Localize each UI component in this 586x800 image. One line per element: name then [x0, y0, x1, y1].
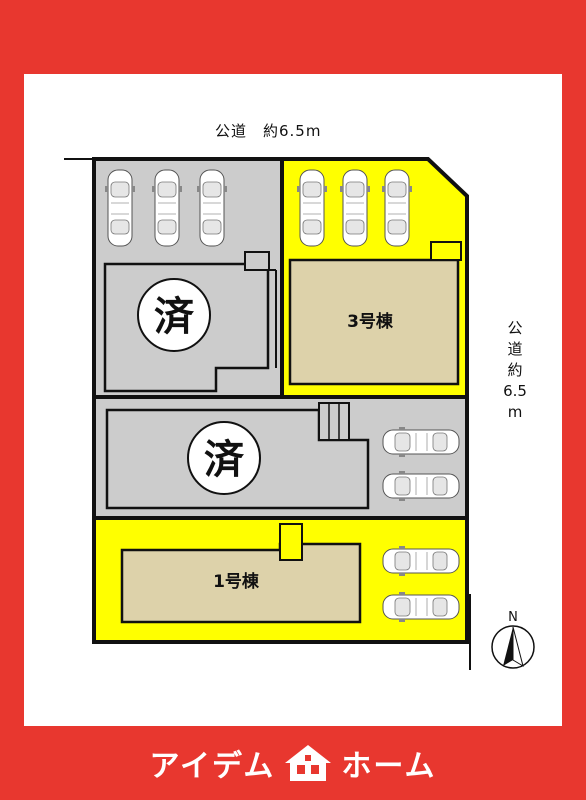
parking-car — [382, 470, 460, 502]
road-right-char: 道 — [507, 340, 523, 358]
parking-car — [382, 545, 460, 577]
road-right-char: m — [507, 403, 523, 421]
sold-stamp-middle: 済 — [187, 421, 261, 495]
brand-name-left: アイデム — [149, 749, 276, 784]
north-arrow-icon: N — [491, 610, 535, 669]
sold-stamp-text: 済 — [204, 437, 245, 483]
compass-label: N — [508, 610, 518, 625]
parking-car — [104, 169, 136, 247]
lot-1-label: 1号棟 — [213, 571, 260, 592]
porch-sold-middle — [318, 402, 350, 441]
sold-stamp-text: 済 — [154, 294, 195, 340]
building-3 — [288, 258, 460, 386]
parking-car — [151, 169, 183, 247]
brand-footer: アイデム ホーム — [0, 726, 586, 800]
brand-name-right: ホーム — [341, 749, 437, 784]
parking-car — [382, 591, 460, 623]
site-plan-frame: 済 済 3号棟 1号棟 N — [24, 74, 562, 726]
house-logo-icon — [285, 745, 332, 781]
road-right-char: 約 — [507, 361, 523, 379]
site-plan: 済 済 3号棟 1号棟 N — [64, 157, 535, 670]
porch-sold-upper — [244, 251, 270, 271]
parking-car — [381, 169, 413, 247]
porch-3 — [430, 241, 462, 261]
parking-car — [382, 426, 460, 458]
porch-1 — [279, 523, 303, 561]
sold-stamp-upper: 済 — [137, 278, 211, 352]
parking-car — [339, 169, 371, 247]
parking-car — [196, 169, 228, 247]
parking-car — [296, 169, 328, 247]
road-right-char: 6.5 — [503, 382, 527, 400]
road-right-char: 公 — [507, 319, 523, 337]
road-right-label: 公 道 約 6.5 m — [500, 318, 530, 423]
road-top-label: 公道 約6.5m — [215, 122, 322, 140]
lot-3-label: 3号棟 — [347, 311, 394, 332]
